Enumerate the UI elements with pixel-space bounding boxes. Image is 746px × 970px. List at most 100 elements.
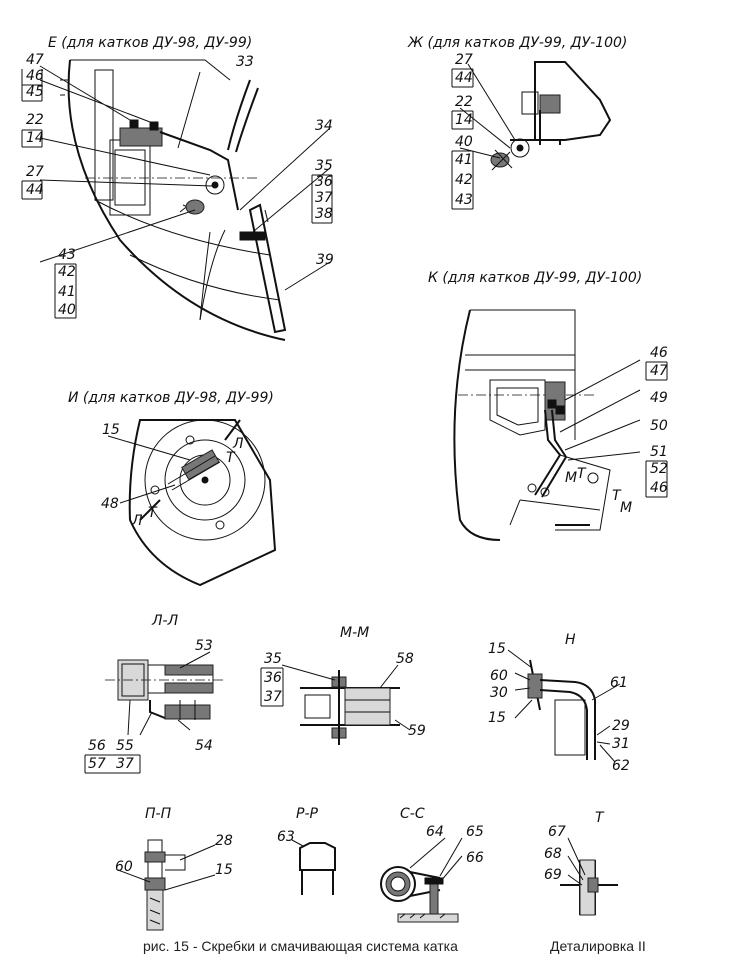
- callout-number: 46: [650, 480, 668, 496]
- callout-number: 63: [277, 829, 295, 845]
- view-l-title: Л-Л: [151, 613, 179, 629]
- callout-number: Л: [131, 513, 143, 529]
- callout-number: 43: [58, 247, 76, 263]
- view-n-callouts: 15 60 30 15 61 29 31 62: [488, 641, 630, 774]
- view-m-title: М-М: [340, 625, 369, 641]
- callout-number: 15: [488, 641, 506, 657]
- callout-number: 38: [315, 206, 333, 222]
- callout-number: 57: [88, 756, 106, 772]
- callout-number: 37: [315, 190, 333, 206]
- view-r-title: Р-Р: [296, 806, 318, 822]
- view-i-title: И (для катков ДУ-98, ДУ-99): [68, 390, 274, 406]
- callout-number: 14: [455, 112, 473, 128]
- callout-number: 22: [455, 94, 473, 110]
- view-e: Е (для катков ДУ-98, ДУ-99) 47 46: [21, 35, 334, 341]
- callout-number: 51: [650, 444, 668, 460]
- callout-number: 67: [548, 824, 566, 840]
- view-e-title: Е (для катков ДУ-98, ДУ-99): [48, 35, 252, 51]
- figure-caption-right: Деталировка II: [550, 938, 646, 954]
- view-zh-title: Ж (для катков ДУ-99, ДУ-100): [407, 35, 627, 51]
- callout-number: М: [565, 470, 577, 486]
- callout-number: 36: [315, 174, 333, 190]
- callout-number: 65: [466, 824, 484, 840]
- view-m-callouts: 35 36 37 58 59: [260, 651, 426, 739]
- view-p-callouts: 28 60 15: [115, 833, 233, 878]
- view-s: С-С 64 65 66: [380, 806, 484, 923]
- figure-caption: рис. 15 - Скребки и смачивающая система …: [143, 938, 458, 954]
- callout-number: 48: [101, 496, 119, 512]
- callout-number: 22: [26, 112, 44, 128]
- callout-number: 46: [26, 68, 44, 84]
- callout-number: 27: [26, 164, 44, 180]
- callout-number: 37: [264, 689, 282, 705]
- view-t: Т 67 68 69: [544, 810, 618, 916]
- callout-number: 44: [455, 70, 473, 86]
- callout-number: 49: [650, 390, 668, 406]
- callout-number: 60: [115, 859, 133, 875]
- callout-number: Т: [226, 450, 236, 466]
- callout-number: 46: [650, 345, 668, 361]
- view-p: П-П 28 60 15: [115, 806, 233, 931]
- view-k-callouts: 46 47 49 50 51 52 46 М Т Т М: [565, 345, 668, 516]
- callout-number: 14: [26, 130, 44, 146]
- callout-number: 27: [455, 52, 473, 68]
- callout-number: 52: [650, 461, 668, 477]
- callout-number: 44: [26, 182, 44, 198]
- callout-number: 50: [650, 418, 668, 434]
- view-p-title: П-П: [145, 806, 172, 822]
- callout-number: М: [620, 500, 632, 516]
- callout-number: 30: [490, 685, 508, 701]
- callout-number: 54: [195, 738, 213, 754]
- callout-number: 64: [426, 824, 444, 840]
- callout-number: Л: [232, 436, 244, 452]
- view-zh-callouts: 27 44 22 14 40 41 42 43: [451, 52, 474, 210]
- callout-number: 42: [455, 172, 473, 188]
- callout-number: 40: [58, 302, 76, 318]
- callout-number: 29: [612, 718, 630, 734]
- callout-number: 43: [455, 192, 473, 208]
- callout-number: 40: [455, 134, 473, 150]
- view-e-callouts: 47 46 45 33 22 14 34 27 44 35 36 37 38 4…: [21, 52, 334, 319]
- callout-number: 15: [215, 862, 233, 878]
- callout-number: 68: [544, 846, 562, 862]
- callout-number: 36: [264, 670, 282, 686]
- callout-number: 41: [58, 284, 76, 300]
- view-n-title: Н: [565, 632, 576, 648]
- callout-number: 62: [612, 758, 630, 774]
- callout-number: 60: [490, 668, 508, 684]
- callout-number: 53: [195, 638, 213, 654]
- callout-number: 39: [316, 252, 334, 268]
- callout-number: 58: [396, 651, 414, 667]
- view-i-callouts: 15 48 Л Т Л Т: [101, 422, 244, 529]
- view-n: Н 15 60 30 15 61 29 31 62: [488, 632, 630, 774]
- view-s-title: С-С: [400, 806, 425, 822]
- callout-number: 35: [315, 158, 333, 174]
- view-r: Р-Р 63: [277, 806, 336, 895]
- callout-number: 55: [116, 738, 134, 754]
- callout-number: 15: [488, 710, 506, 726]
- callout-number: 69: [544, 867, 562, 883]
- callout-number: 45: [26, 84, 44, 100]
- callout-number: 42: [58, 264, 76, 280]
- view-r-callouts: 63: [277, 829, 295, 845]
- view-k-title: К (для катков ДУ-99, ДУ-100): [428, 270, 642, 286]
- view-m: М-М 35 36 37 58 59: [260, 625, 426, 745]
- callout-number: Т: [577, 466, 587, 482]
- callout-number: Т: [612, 488, 622, 504]
- callout-number: 61: [610, 675, 628, 691]
- view-l: Л-Л 53 56 57 55 37 54: [84, 613, 225, 774]
- view-t-callouts: 67 68 69: [544, 824, 566, 883]
- callout-number: 28: [215, 833, 233, 849]
- callout-number: 35: [264, 651, 282, 667]
- view-i: И (для катков ДУ-98, ДУ-99) 15 48 Л Т Л …: [68, 390, 277, 587]
- view-k: К (для катков ДУ-99, ДУ-100) 46 47 49 50…: [428, 270, 668, 541]
- callout-number: 66: [466, 850, 484, 866]
- view-t-title: Т: [595, 810, 605, 826]
- callout-number: 47: [26, 52, 44, 68]
- view-l-callouts: 53 56 57 55 37 54: [84, 638, 213, 774]
- callout-number: 34: [315, 118, 333, 134]
- callout-number: Т: [148, 505, 158, 521]
- callout-number: 59: [408, 723, 426, 739]
- callout-number: 47: [650, 363, 668, 379]
